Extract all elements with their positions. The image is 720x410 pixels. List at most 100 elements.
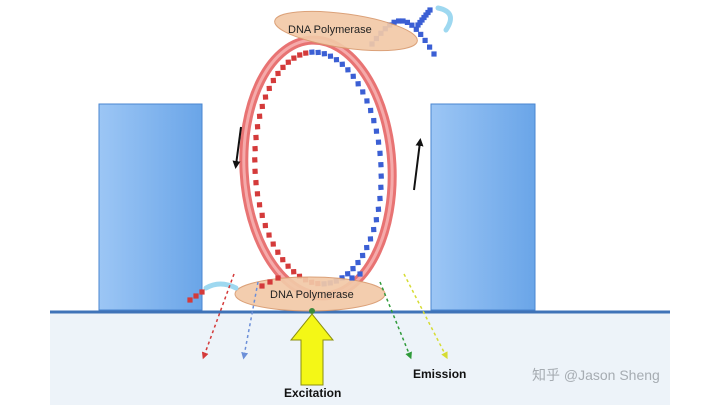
synthesized-base (367, 107, 374, 114)
emission-arrow-green (379, 281, 412, 360)
template-base (252, 145, 258, 152)
template-base (253, 134, 259, 141)
synthesized-base (355, 81, 361, 87)
excitation-label: Excitation (284, 386, 341, 400)
tail-base (427, 44, 433, 50)
template-base (254, 191, 261, 197)
template-base (256, 202, 263, 208)
arrow-up-icon (413, 138, 424, 191)
synthesized-base (309, 49, 315, 55)
synthesized-base (350, 73, 356, 80)
free-base (259, 283, 265, 289)
template-base (303, 50, 309, 56)
template-base (275, 249, 281, 255)
synthesized-base (370, 226, 377, 233)
synthesized-base (378, 173, 384, 179)
template-base (270, 77, 277, 84)
synthesized-base (363, 244, 370, 251)
arrow-down-icon (232, 126, 242, 169)
polymerase-top-body (274, 10, 418, 52)
synthesized-base (344, 271, 351, 277)
free-base (199, 289, 205, 295)
synthesized-base (333, 56, 340, 63)
anchor-point (309, 308, 315, 314)
tail-base (422, 37, 428, 43)
synthesized-base (373, 128, 380, 134)
synthesized-base (371, 117, 377, 124)
template-base (254, 123, 261, 130)
tail-base (415, 22, 421, 28)
excitation-arrow-icon (289, 313, 335, 386)
template-base (291, 55, 297, 61)
synthesized-base (345, 67, 351, 73)
tail-base (396, 18, 402, 24)
template-base (266, 232, 272, 238)
template-base (275, 70, 281, 77)
template-base (280, 64, 286, 71)
synthesized-base (367, 236, 374, 242)
polymerase-bottom-label: DNA Polymerase (270, 289, 354, 301)
template-base (270, 241, 276, 247)
synthesized-base (378, 184, 384, 191)
synthesized-base (378, 161, 384, 168)
synthesized-base (375, 206, 382, 213)
emission-arrow-blue (241, 281, 259, 360)
template-base (259, 103, 266, 110)
tail-base (400, 18, 406, 24)
synthesized-bases (309, 49, 384, 287)
template-base (290, 268, 297, 275)
template-base (266, 85, 273, 92)
template-base (280, 256, 286, 263)
synthesized-base (375, 139, 382, 145)
synthesized-base (327, 53, 334, 59)
synthesized-base (359, 252, 366, 259)
synthesized-base (364, 98, 370, 104)
synthesized-base (350, 265, 356, 272)
template-base (256, 113, 263, 120)
synthesized-base (377, 195, 383, 202)
free-nucleotides (187, 271, 363, 303)
tail-base (413, 26, 419, 32)
synthesized-base (339, 61, 346, 68)
polymerase-top: DNA Polymerase (274, 10, 418, 52)
tail-base (404, 19, 410, 25)
tail-base (391, 19, 397, 25)
substrate (50, 312, 670, 405)
tail-base (418, 31, 424, 37)
template-base (252, 168, 258, 175)
emission-arrow-red (201, 273, 235, 360)
synthesized-base (315, 49, 321, 56)
synthesized-base (377, 150, 383, 157)
template-base (262, 94, 269, 100)
free-base (349, 275, 355, 281)
synthesized-base (355, 259, 361, 266)
free-base (187, 297, 193, 303)
synthesized-base (321, 50, 328, 57)
dna-loop (239, 35, 397, 301)
right-pillar (430, 103, 536, 311)
tail-base (431, 51, 437, 57)
template-base (252, 157, 258, 163)
template-base (285, 263, 291, 269)
emission-label: Emission (413, 367, 466, 381)
free-base (275, 275, 281, 281)
template-base (259, 212, 265, 219)
watermark: 知乎 @Jason Sheng (532, 367, 660, 383)
nucleotide-bottom-icon (203, 281, 239, 291)
free-base (357, 271, 363, 277)
template-base (262, 222, 269, 229)
synthesized-base (360, 89, 366, 95)
template-base (285, 59, 292, 65)
template-base (253, 179, 259, 186)
nucleotide-top-icon (435, 5, 453, 33)
tail-base (409, 22, 415, 28)
free-base (267, 279, 273, 285)
polymerase-top-label: DNA Polymerase (288, 24, 372, 36)
template-base (297, 52, 303, 58)
synthesized-base (373, 216, 380, 223)
free-base (193, 293, 199, 299)
left-pillar (98, 103, 203, 311)
template-strand (239, 35, 397, 301)
